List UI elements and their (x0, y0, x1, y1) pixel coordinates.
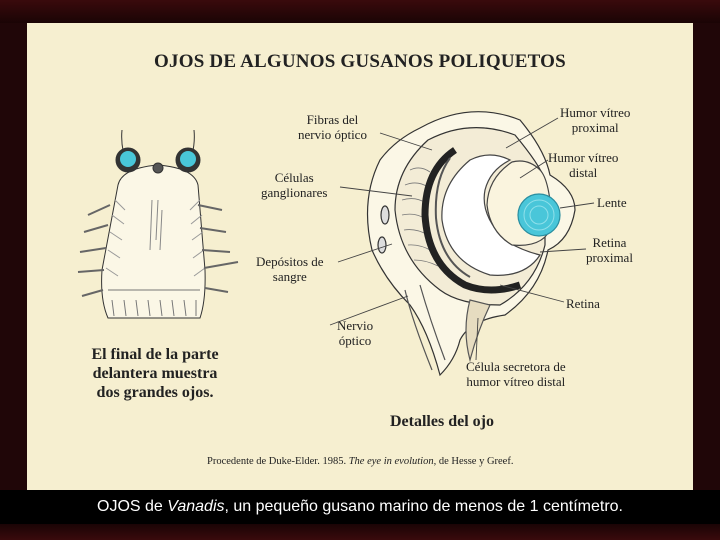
label-line: Humor vítreo (548, 150, 619, 165)
source-credit: Procedente de Duke-Elder. 1985. The eye … (207, 456, 513, 467)
label-humor-vitreo-distal: Humor vítreo distal (548, 150, 618, 180)
source-suffix: de Hesse y Greef. (436, 456, 514, 467)
caption-part2: , un pequeño gusano marino de menos de 1… (224, 498, 623, 515)
label-humor-vitreo-proximal: Humor vítreo proximal (560, 105, 630, 135)
caption-line: El final de la parte (91, 346, 219, 363)
label-line: proximal (586, 250, 633, 265)
eye-caption: Detalles del ojo (390, 413, 494, 430)
label-nervio-optico: Nervio óptico (337, 318, 373, 348)
worm-caption: El final de la parte delantera muestra d… (70, 345, 240, 402)
top-frame (0, 0, 720, 23)
label-line: Fibras del (306, 112, 359, 127)
leader-lines (329, 117, 595, 361)
label-line: distal (569, 165, 598, 180)
label-line: Humor vítreo (560, 105, 631, 120)
source-book: The eye in evolution, (348, 456, 437, 467)
label-line: Retina (592, 235, 627, 250)
label-line: óptico (338, 333, 372, 348)
label-line: Depósitos de (256, 254, 324, 269)
eye-detail-drawing (366, 111, 576, 377)
label-line: ganglionares (261, 185, 328, 200)
caption-bar: OJOS de Vanadis, un pequeño gusano marin… (0, 490, 720, 524)
label-line: Célula secretora de (466, 359, 566, 374)
source-prefix: Procedente de Duke-Elder. 1985. (207, 456, 349, 467)
caption-species: Vanadis (167, 498, 225, 515)
caption-line: delantera muestra (92, 365, 218, 382)
label-line: Nervio (337, 318, 374, 333)
label-depositos-sangre: Depósitos de sangre (256, 254, 324, 284)
label-celulas-ganglionares: Células ganglionares (261, 170, 327, 200)
label-line: humor vítreo distal (466, 374, 566, 389)
label-fibras-nervio-optico: Fibras del nervio óptico (298, 112, 367, 142)
caption-part1: OJOS de (97, 498, 168, 515)
label-line: proximal (571, 120, 619, 135)
label-celula-secretora: Célula secretora de humor vítreo distal (466, 359, 566, 389)
label-line: Células (274, 170, 314, 185)
bottom-frame (0, 524, 720, 540)
label-line: sangre (272, 269, 307, 284)
slide-title: OJOS DE ALGUNOS GUSANOS POLIQUETOS (154, 51, 566, 72)
label-line: nervio óptico (298, 127, 367, 142)
label-retina: Retina (566, 296, 600, 311)
label-retina-proximal: Retina proximal (586, 235, 633, 265)
label-lente: Lente (597, 195, 627, 210)
worm-head-drawing (77, 129, 239, 319)
caption-line: dos grandes ojos. (96, 384, 214, 401)
